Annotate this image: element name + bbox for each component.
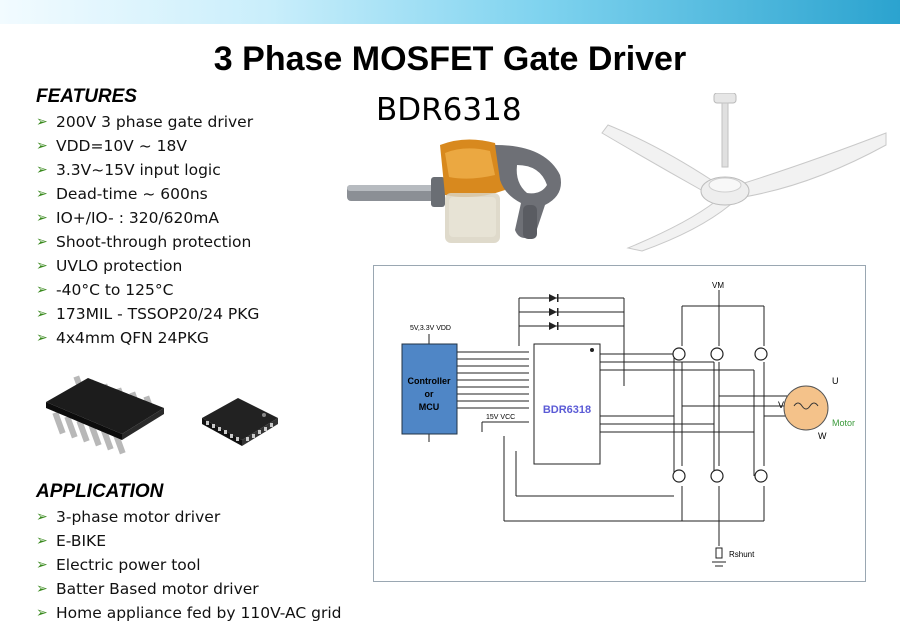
application-circuit-diagram: Controller or MCU 5V,3.3V VDD BDR6318 15… [373,265,866,582]
application-item: ➢Home appliance fed by 110V-AC grid [36,601,341,625]
tssop-package-image [46,375,164,455]
circuit-schematic: Controller or MCU 5V,3.3V VDD BDR6318 15… [401,281,855,567]
driver-ic [533,343,601,465]
qfn-package-image [202,398,278,446]
arrow-bullet-icon: ➢ [36,509,48,525]
arrow-bullet-icon: ➢ [36,605,48,621]
arrow-bullet-icon: ➢ [36,282,48,298]
arrow-bullet-icon: ➢ [36,533,48,549]
feature-item: ➢200V 3 phase gate driver [36,110,259,134]
application-item: ➢3-phase motor driver [36,505,341,529]
feature-item: ➢UVLO protection [36,254,259,278]
arrow-bullet-icon: ➢ [36,114,48,130]
motor-label: Motor [832,418,855,428]
controller-block [401,343,458,435]
feature-item: ➢Dead-time ~ 600ns [36,182,259,206]
arrow-bullet-icon: ➢ [36,557,48,573]
top-decorative-band [0,0,900,24]
arrow-bullet-icon: ➢ [36,581,48,597]
feature-item: ➢VDD=10V ~ 18V [36,134,259,158]
vm-label: VM [712,281,724,290]
arrow-bullet-icon: ➢ [36,162,48,178]
features-list: ➢200V 3 phase gate driver ➢VDD=10V ~ 18V… [36,110,259,350]
feature-item: ➢4x4mm QFN 24PKG [36,326,259,350]
driver-ic-label: BDR6318 [543,404,591,416]
controller-label-line2: or [425,389,434,399]
application-item: ➢E-BIKE [36,529,341,553]
phase-w-label: W [818,431,827,441]
arrow-bullet-icon: ➢ [36,258,48,274]
feature-item: ➢3.3V~15V input logic [36,158,259,182]
slide-subtitle: BDR6318 [376,92,522,128]
vcc-label: 15V VCC [486,414,515,421]
application-list: ➢3-phase motor driver ➢E-BIKE ➢Electric … [36,505,341,625]
application-item: ➢Electric power tool [36,553,341,577]
feature-item: ➢Shoot-through protection [36,230,259,254]
feature-item: ➢173MIL - TSSOP20/24 PKG [36,302,259,326]
controller-label-line3: MCU [419,402,440,412]
feature-item: ➢-40°C to 125°C [36,278,259,302]
application-item: ➢Batter Based motor driver [36,577,341,601]
application-heading: APPLICATION [36,481,164,502]
handheld-vacuum-image [347,139,561,243]
motor-icon [783,385,829,431]
controller-label-line1: Controller [407,376,450,386]
arrow-bullet-icon: ➢ [36,186,48,202]
arrow-bullet-icon: ➢ [36,138,48,154]
slide-title: 3 Phase MOSFET Gate Driver [213,40,687,78]
supply-label: 5V,3.3V VDD [410,325,451,332]
arrow-bullet-icon: ➢ [36,210,48,226]
feature-item: ➢IO+/IO- : 320/620mA [36,206,259,230]
features-heading: FEATURES [36,86,137,107]
phase-v-label: V [778,400,784,410]
arrow-bullet-icon: ➢ [36,330,48,346]
ceiling-fan-image [601,93,887,252]
rshunt-label: Rshunt [729,550,755,559]
arrow-bullet-icon: ➢ [36,234,48,250]
phase-u-label: U [832,376,839,386]
arrow-bullet-icon: ➢ [36,306,48,322]
